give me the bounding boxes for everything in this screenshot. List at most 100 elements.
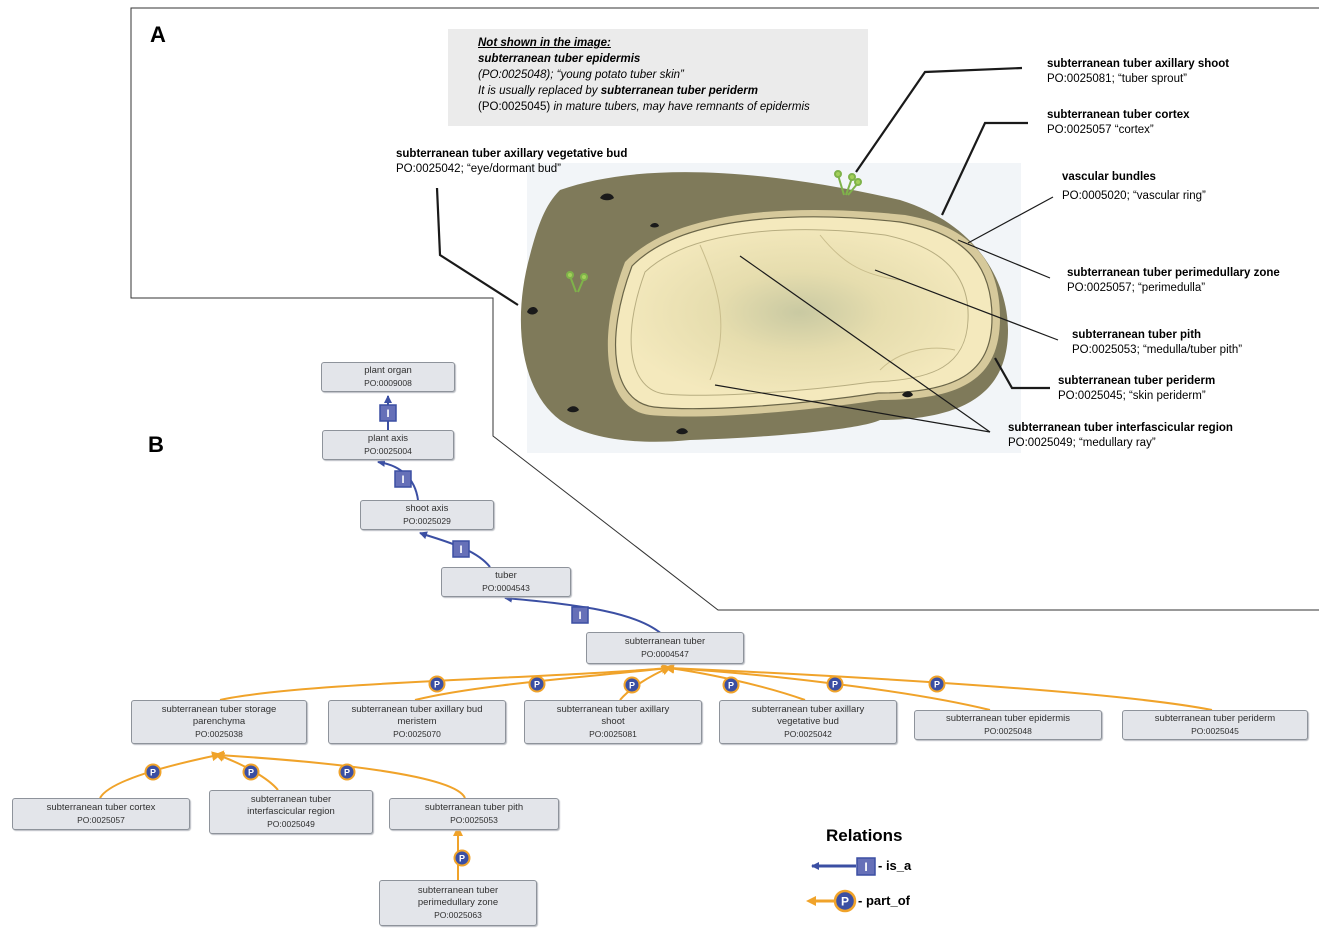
part-of-badge <box>826 675 844 693</box>
node-interfascicular-region[interactable]: subterranean tuber interfascicular regio… <box>209 790 373 834</box>
is-a-badge-letter: I <box>386 408 389 420</box>
part-of-badge-letter: P <box>832 680 838 690</box>
part-of-badge <box>144 763 162 781</box>
is-a-badge-letter: I <box>578 610 581 622</box>
edge-axshoot-to-sub-tuber <box>619 665 672 701</box>
node-label: subterranean tuber periderm <box>1154 713 1276 724</box>
leader-pith <box>874 269 1059 341</box>
node-id: PO:0025057 <box>77 815 125 825</box>
label-subtitle: PO:0025057; “perimedulla” <box>1067 282 1206 294</box>
panel-b-letter: B <box>148 432 164 457</box>
label-subtitle: PO:0025053; “medulla/tuber pith” <box>1072 344 1243 356</box>
part-of-badge-letter: P <box>459 854 465 864</box>
leader-interfascicular-1 <box>739 255 991 433</box>
node-epidermis[interactable]: subterranean tuber epidermis PO:0025048 <box>914 710 1102 740</box>
node-axillary-shoot[interactable]: subterranean tuber axillary shoot PO:002… <box>524 700 702 744</box>
node-id: PO:0025042 <box>784 729 832 739</box>
note-periderm-id: (PO:0025045) <box>478 101 554 113</box>
node-label: shoot axis <box>405 503 449 514</box>
node-pith[interactable]: subterranean tuber pith PO:0025053 <box>389 798 559 830</box>
node-id: PO:0025004 <box>364 446 412 456</box>
node-subterranean-tuber[interactable]: subterranean tuber PO:0004547 <box>586 632 744 664</box>
label-title: vascular bundles <box>1062 171 1156 183</box>
label-subtitle: PO:0005020; “vascular ring” <box>1062 190 1206 202</box>
edge-pith-to-storage <box>214 750 466 799</box>
is-a-badge-letter: I <box>401 474 404 486</box>
node-label: plant organ <box>364 365 412 376</box>
legend-part-of-badge <box>833 889 857 913</box>
part-of-badge-letter: P <box>150 768 156 778</box>
label-title: subterranean tuber perimedullary zone <box>1067 267 1280 279</box>
label-periderm: subterranean tuber periderm PO:0025045; … <box>1058 374 1215 404</box>
label-subtitle: PO:0025057 “cortex” <box>1047 124 1154 136</box>
node-id: PO:0025081 <box>589 729 637 739</box>
leader-lines <box>435 66 1050 390</box>
node-shoot-axis[interactable]: shoot axis PO:0025029 <box>360 500 494 530</box>
node-id: PO:0025053 <box>450 815 498 825</box>
is-a-badge <box>571 606 589 624</box>
legend-part-of-label: - part_of <box>858 893 910 908</box>
node-tuber[interactable]: tuber PO:0004543 <box>441 567 571 597</box>
node-label: subterranean tuber cortex <box>46 802 156 813</box>
node-id: PO:0025049 <box>267 819 315 829</box>
label-title: subterranean tuber periderm <box>1058 375 1216 387</box>
legend-is-a-badge <box>856 857 876 876</box>
label-title: subterranean tuber axillary shoot <box>1047 58 1230 70</box>
label-pith: subterranean tuber pith PO:0025053; “med… <box>1072 328 1242 358</box>
node-storage-parenchyma[interactable]: subterranean tuber storage parenchyma PO… <box>131 700 307 744</box>
node-label-line2: perimedullary zone <box>417 897 499 908</box>
not-shown-note: Not shown in the image: subterranean tub… <box>448 29 868 126</box>
is-a-badge <box>394 470 412 488</box>
leader-vascular <box>967 196 1054 244</box>
legend-is-a-label: - is_a <box>878 858 912 873</box>
part-of-badge-letter: P <box>534 680 540 690</box>
label-subtitle: PO:0025049; “medullary ray” <box>1008 437 1156 449</box>
part-of-badge <box>928 675 946 693</box>
label-subtitle: PO:0025045; “skin periderm” <box>1058 390 1206 402</box>
edge-subterranean-tuber-to-tuber <box>504 594 666 638</box>
node-id: PO:0009008 <box>364 378 412 388</box>
node-id: PO:0025045 <box>1191 726 1239 736</box>
note-periderm-title: subterranean tuber periderm <box>600 85 758 97</box>
node-label-line1: subterranean tuber axillary <box>751 704 865 715</box>
node-id: PO:0025070 <box>393 729 441 739</box>
part-of-badge-letter: P <box>728 681 734 691</box>
node-perimedullary-zone[interactable]: subterranean tuber perimedullary zone PO… <box>379 880 537 926</box>
note-epidermis-title: subterranean tuber epidermis <box>478 53 641 65</box>
node-axillary-vegetative-bud[interactable]: subterranean tuber axillary vegetative b… <box>719 700 897 744</box>
legend-graphics: I P <box>806 857 876 913</box>
node-id: PO:0025048 <box>984 726 1032 736</box>
node-plant-organ[interactable]: plant organ PO:0009008 <box>321 362 455 392</box>
node-label: subterranean tuber epidermis <box>945 713 1071 724</box>
part-of-badge-letter: P <box>344 768 350 778</box>
leader-periderm <box>994 357 1050 390</box>
part-of-badge <box>453 849 471 867</box>
node-label-line2: interfascicular region <box>247 806 335 817</box>
node-label-line1: subterranean tuber <box>250 794 332 805</box>
legend-title: Relations <box>826 826 903 845</box>
node-axillary-bud-meristem[interactable]: subterranean tuber axillary bud meristem… <box>328 700 506 744</box>
label-vascular-bundles: vascular bundles PO:0005020; “vascular r… <box>1062 168 1206 206</box>
node-label: plant axis <box>367 433 409 444</box>
node-id: PO:0025038 <box>195 729 243 739</box>
part-of-badge-letter: P <box>629 681 635 691</box>
node-periderm[interactable]: subterranean tuber periderm PO:0025045 <box>1122 710 1308 740</box>
is-a-badge <box>379 404 397 422</box>
part-of-badge <box>528 675 546 693</box>
node-id: PO:0004547 <box>641 649 689 659</box>
node-plant-axis[interactable]: plant axis PO:0025004 <box>322 430 454 460</box>
panel-a-outline <box>130 7 1319 611</box>
legend-is-a-letter: I <box>864 860 867 874</box>
label-subtitle: PO:0025042; “eye/dormant bud” <box>396 163 561 175</box>
node-cortex[interactable]: subterranean tuber cortex PO:0025057 <box>12 798 190 830</box>
note-epidermis-id: (PO:0025048); “young potato tuber skin” <box>478 69 684 81</box>
label-interfascicular-region: subterranean tuber interfascicular regio… <box>1008 421 1233 451</box>
part-of-badge-letter: P <box>934 680 940 690</box>
node-label-line1: subterranean tuber axillary <box>556 704 670 715</box>
node-label: subterranean tuber pith <box>424 802 524 813</box>
part-of-badge <box>722 676 740 694</box>
legend-part-of-letter: P <box>841 895 849 909</box>
